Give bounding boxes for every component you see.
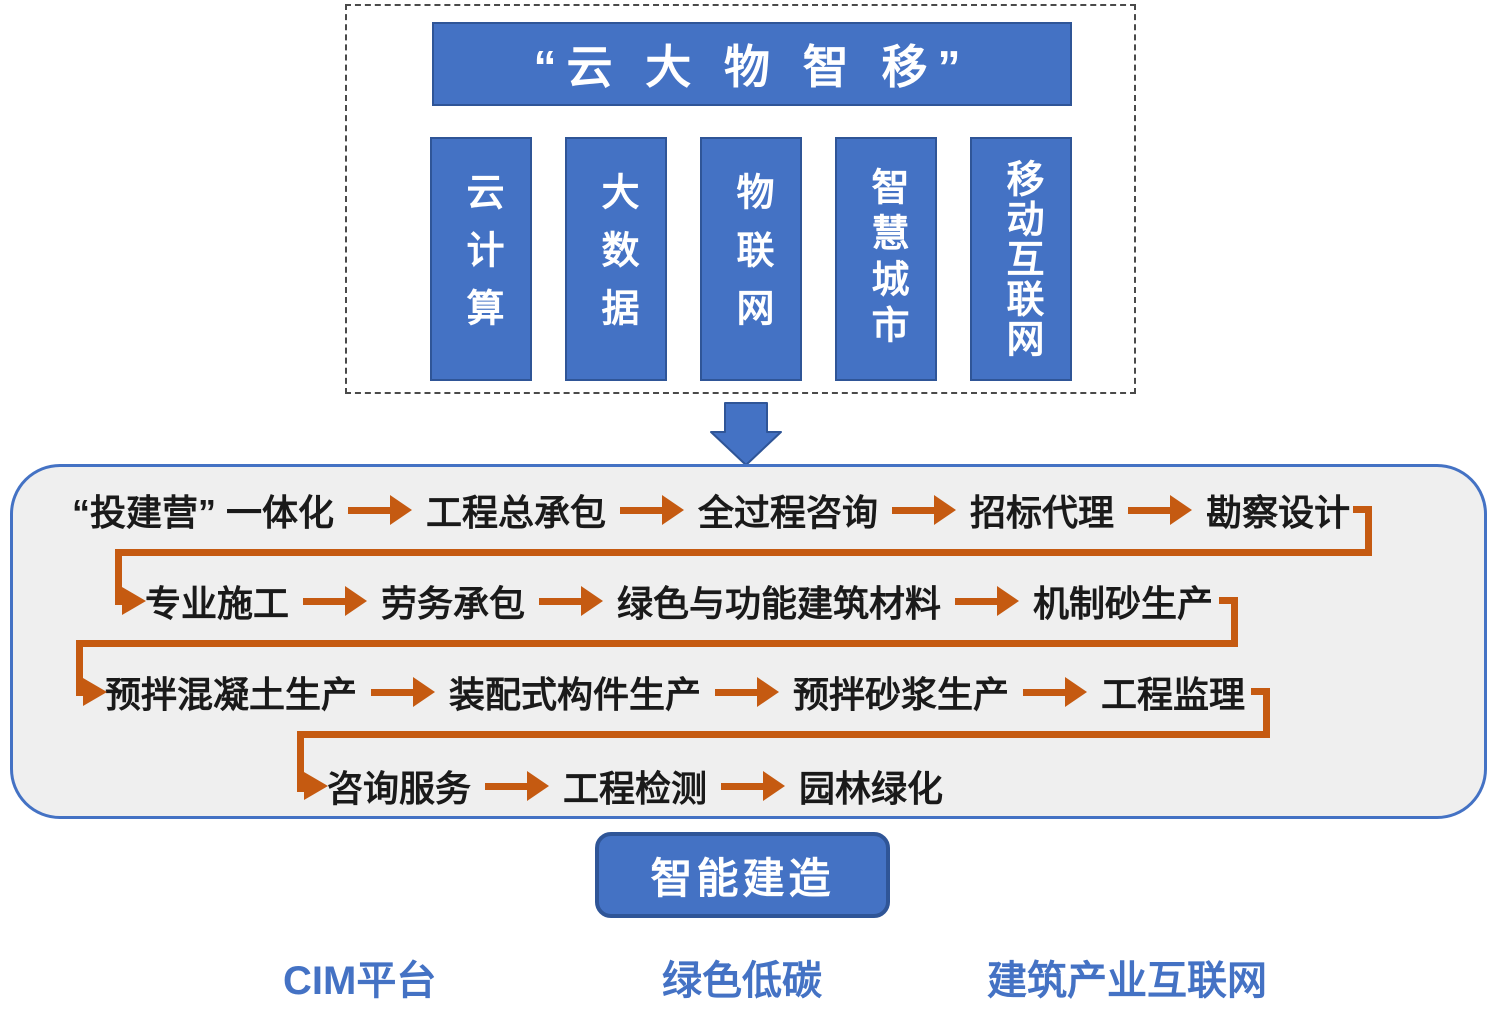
flow-arrow-icon xyxy=(539,586,604,616)
flow-item: 工程监理 xyxy=(1101,674,1246,715)
flow-arrow-icon xyxy=(620,495,685,525)
technology-title-box: “云 大 物 智 移” xyxy=(432,22,1072,106)
flow-arrow-icon xyxy=(1128,495,1193,525)
footer-cim-platform: CIM平台 xyxy=(283,959,437,1003)
pillar-big-data: 大数据 xyxy=(565,137,667,381)
flow-arrow-icon xyxy=(715,677,780,707)
flow-arrow-icon xyxy=(955,586,1020,616)
flow-item: 勘察设计 xyxy=(1206,492,1351,533)
flow-item: 咨询服务 xyxy=(327,768,472,809)
down-arrow-icon xyxy=(710,402,782,466)
flow-item: “投建营” 一体化 xyxy=(72,492,335,533)
technology-group-dashed-box xyxy=(345,4,1136,394)
pillar-mobile-internet: 移动互联网 xyxy=(970,137,1072,381)
smart-construction-label: 智能建造 xyxy=(650,854,835,902)
flow-item: 工程总承包 xyxy=(426,492,607,533)
flow-item: 机制砂生产 xyxy=(1033,583,1214,624)
flow-row-4: 咨询服务 工程检测 园林绿化 xyxy=(327,764,943,809)
flow-row-2: 专业施工 劳务承包 绿色与功能建筑材料 机制砂生产 xyxy=(145,579,1213,624)
flow-item: 劳务承包 xyxy=(381,583,526,624)
flow-item: 专业施工 xyxy=(145,583,290,624)
pillar-iot: 物联网 xyxy=(700,137,802,381)
flow-arrow-icon xyxy=(1023,677,1088,707)
footer-construction-industry-internet: 建筑产业互联网 xyxy=(987,959,1267,1003)
flow-arrow-icon xyxy=(721,771,786,801)
flow-arrow-icon xyxy=(348,495,413,525)
flow-row-3: 预拌混凝土生产 装配式构件生产 预拌砂浆生产 工程监理 xyxy=(105,670,1245,715)
flow-arrow-icon xyxy=(303,586,368,616)
flow-item: 预拌砂浆生产 xyxy=(793,674,1010,715)
wrap-arrowhead-icon xyxy=(83,678,107,706)
smart-construction-box: 智能建造 xyxy=(595,832,890,918)
pillar-cloud-computing: 云计算 xyxy=(430,137,532,381)
flow-item: 装配式构件生产 xyxy=(449,674,702,715)
flow-arrow-icon xyxy=(892,495,957,525)
flow-item: 预拌混凝土生产 xyxy=(105,674,358,715)
flow-arrow-icon xyxy=(371,677,436,707)
flow-row-1: “投建营” 一体化 工程总承包 全过程咨询 招标代理 勘察设计 xyxy=(72,488,1350,533)
flow-item: 绿色与功能建筑材料 xyxy=(617,583,942,624)
wrap-arrowhead-icon xyxy=(304,772,328,800)
pillar-label: 云计算 xyxy=(460,172,502,346)
pillar-label: 智慧城市 xyxy=(865,167,907,351)
pillar-smart-city: 智慧城市 xyxy=(835,137,937,381)
technology-title: “云 大 物 智 移” xyxy=(533,41,971,93)
flow-item: 园林绿化 xyxy=(799,768,944,809)
flow-item: 招标代理 xyxy=(970,492,1115,533)
flow-item: 全过程咨询 xyxy=(698,492,879,533)
footer-green-low-carbon: 绿色低碳 xyxy=(662,959,822,1003)
pillar-label: 物联网 xyxy=(730,172,772,346)
flow-item: 工程检测 xyxy=(563,768,708,809)
pillar-label: 大数据 xyxy=(595,172,637,346)
flow-arrow-icon xyxy=(485,771,550,801)
pillar-label: 移动互联网 xyxy=(1000,159,1042,359)
wrap-arrowhead-icon xyxy=(122,587,146,615)
